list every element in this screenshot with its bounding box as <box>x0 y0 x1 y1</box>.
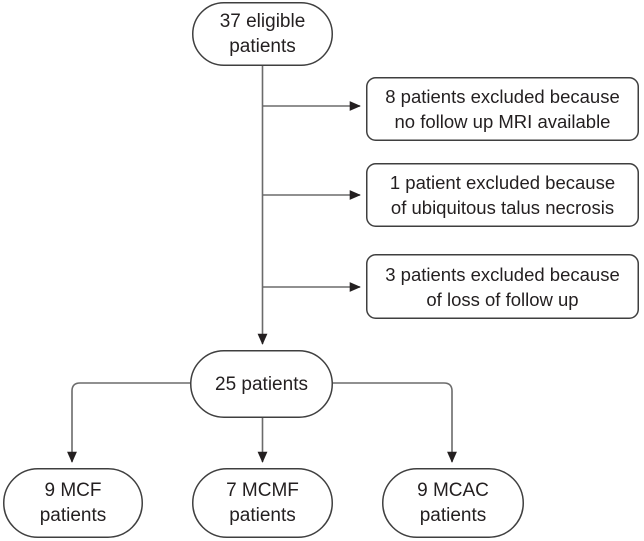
edge-included-to-mcac <box>333 382 457 463</box>
node-shape-group-mcac[interactable] <box>382 468 524 538</box>
edges-layer <box>67 66 457 463</box>
nodes-layer <box>3 2 639 538</box>
node-shape-included[interactable] <box>190 350 333 418</box>
node-shape-excluded-necrosis[interactable] <box>366 163 639 227</box>
node-shape-group-mcf[interactable] <box>3 468 143 538</box>
node-shape-excluded-mri[interactable] <box>366 77 639 141</box>
node-shape-excluded-followup[interactable] <box>366 254 639 319</box>
node-shape-eligible[interactable] <box>192 2 333 66</box>
node-shape-group-mcmf[interactable] <box>192 468 333 538</box>
edge-included-to-mcf <box>67 382 190 463</box>
